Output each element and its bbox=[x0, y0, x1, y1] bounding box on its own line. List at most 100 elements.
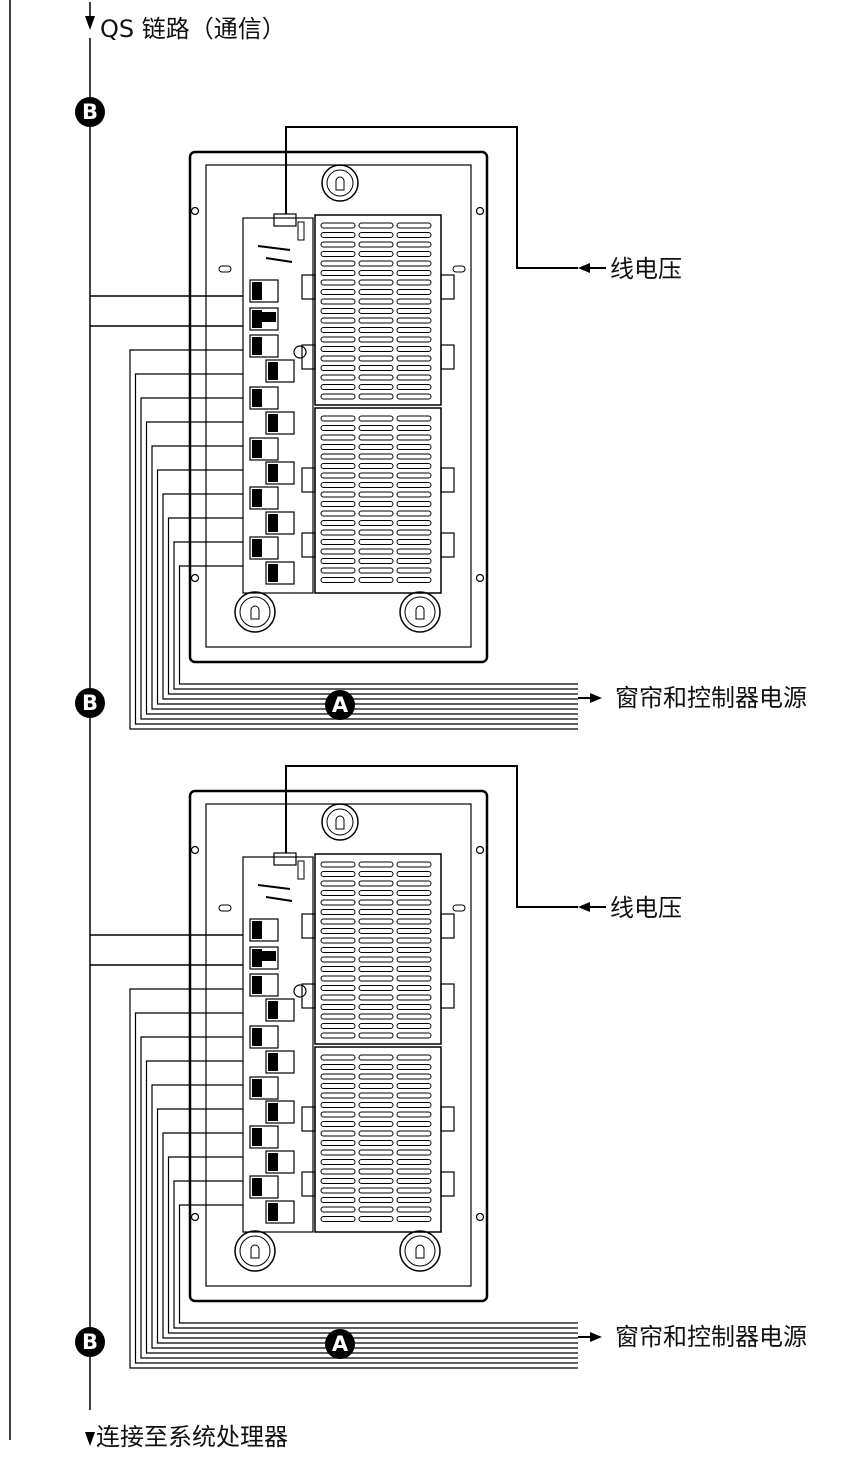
heat-sink-tab bbox=[440, 983, 455, 1009]
vent-slot bbox=[396, 1159, 432, 1165]
vent-slot bbox=[396, 1130, 432, 1137]
line-voltage-label-bottom: 线电压 bbox=[610, 894, 682, 922]
vent-slot bbox=[396, 1149, 432, 1156]
vent-slot bbox=[396, 937, 432, 944]
vent-slot bbox=[320, 1032, 356, 1039]
vent-slot bbox=[358, 1054, 394, 1061]
vent-slot bbox=[358, 501, 394, 507]
terminal-plug bbox=[252, 921, 262, 939]
terminal-plug bbox=[268, 1001, 278, 1019]
vent-slot bbox=[320, 1102, 356, 1108]
terminal-block bbox=[249, 1175, 279, 1199]
output-wire bbox=[140, 1036, 578, 1359]
vent-slot bbox=[358, 1111, 394, 1118]
vent-slot bbox=[358, 871, 394, 877]
terminal-block bbox=[265, 561, 295, 585]
vent-slot bbox=[358, 365, 394, 371]
output-wire bbox=[173, 1180, 578, 1329]
vent-slot bbox=[396, 539, 432, 545]
mount-screw bbox=[475, 845, 485, 855]
vent-slot bbox=[320, 899, 356, 906]
vent-slot bbox=[396, 918, 432, 925]
vent-slot bbox=[320, 1197, 356, 1203]
vent-slot bbox=[358, 260, 394, 267]
mount-screw bbox=[475, 1212, 485, 1222]
vent-slot bbox=[358, 1073, 394, 1080]
mount-screw bbox=[190, 845, 200, 855]
vent-slot bbox=[358, 567, 394, 574]
output-wire bbox=[162, 493, 578, 700]
vent-slot bbox=[396, 1013, 432, 1020]
vent-slot bbox=[320, 393, 356, 400]
line-voltage-arrow bbox=[578, 263, 590, 273]
vent-slot bbox=[320, 270, 356, 276]
vent-slot bbox=[358, 928, 394, 934]
keyhole-slot bbox=[250, 605, 260, 620]
vent-slot bbox=[358, 1216, 394, 1222]
vent-slot bbox=[320, 482, 356, 488]
keyhole-mount bbox=[234, 591, 276, 633]
heat-sink-tab bbox=[440, 532, 455, 558]
mount-screw bbox=[190, 1212, 200, 1222]
vent-slot bbox=[396, 393, 432, 400]
vent-slot bbox=[320, 567, 356, 574]
vent-slot bbox=[320, 298, 356, 305]
vent-slot bbox=[358, 1121, 394, 1127]
vent-slot bbox=[320, 317, 356, 324]
vent-slot bbox=[396, 985, 432, 991]
link-tag bbox=[256, 951, 276, 961]
enclosure-outer bbox=[188, 150, 489, 664]
vent-slot bbox=[358, 425, 394, 431]
qs-link-label: QS 链路（通信） bbox=[100, 15, 286, 43]
keyhole-inner bbox=[404, 1235, 436, 1267]
vent-slot bbox=[358, 374, 394, 381]
heat-sink bbox=[314, 1046, 442, 1233]
terminal-plug bbox=[268, 514, 278, 532]
output-wire bbox=[129, 349, 578, 730]
terminal-block bbox=[265, 1100, 295, 1124]
qs-link-arrow bbox=[85, 16, 95, 30]
vent-slot bbox=[320, 1092, 356, 1099]
vent-slot bbox=[320, 1083, 356, 1089]
vent-slot bbox=[320, 1130, 356, 1137]
output-wire bbox=[134, 1012, 578, 1364]
keyhole-mount bbox=[399, 591, 441, 633]
vent-slot bbox=[358, 384, 394, 390]
vent-slot bbox=[358, 1140, 394, 1146]
vent-slot bbox=[320, 232, 356, 238]
vent-slot bbox=[396, 384, 432, 390]
terminal-block bbox=[249, 946, 279, 970]
keyhole-mount bbox=[321, 164, 359, 202]
keyhole-slot bbox=[335, 176, 345, 191]
vent-slot bbox=[396, 415, 432, 422]
vent-slot bbox=[396, 871, 432, 877]
link-tag bbox=[256, 312, 276, 322]
vent-slot bbox=[396, 956, 432, 963]
heat-sink-tab bbox=[440, 274, 455, 300]
vent-slot bbox=[396, 491, 432, 498]
keyhole-slot bbox=[415, 605, 425, 620]
vent-slot bbox=[396, 1187, 432, 1194]
shade-power-label-bottom: 窗帘和控制器电源 bbox=[615, 1323, 807, 1351]
vent-slot bbox=[320, 346, 356, 352]
keyhole-slot bbox=[335, 815, 345, 830]
vent-slot bbox=[358, 1064, 394, 1070]
vent-slot bbox=[396, 529, 432, 536]
vent-slot bbox=[358, 1102, 394, 1108]
vent-slot bbox=[396, 289, 432, 295]
vent-slot bbox=[358, 1130, 394, 1137]
heat-sink-tab bbox=[440, 1171, 455, 1197]
line-voltage-arrow bbox=[578, 902, 590, 912]
vent-slot bbox=[396, 899, 432, 906]
output-wire bbox=[178, 565, 578, 685]
vent-slot bbox=[396, 1206, 432, 1213]
vent-slot bbox=[320, 308, 356, 314]
vent-slot bbox=[320, 890, 356, 896]
board-trace bbox=[265, 257, 293, 263]
heat-sink-tab bbox=[301, 983, 316, 1009]
vent-slot bbox=[396, 1073, 432, 1080]
vent-slot bbox=[396, 463, 432, 469]
vent-slot bbox=[320, 1206, 356, 1213]
vent-slot bbox=[320, 425, 356, 431]
